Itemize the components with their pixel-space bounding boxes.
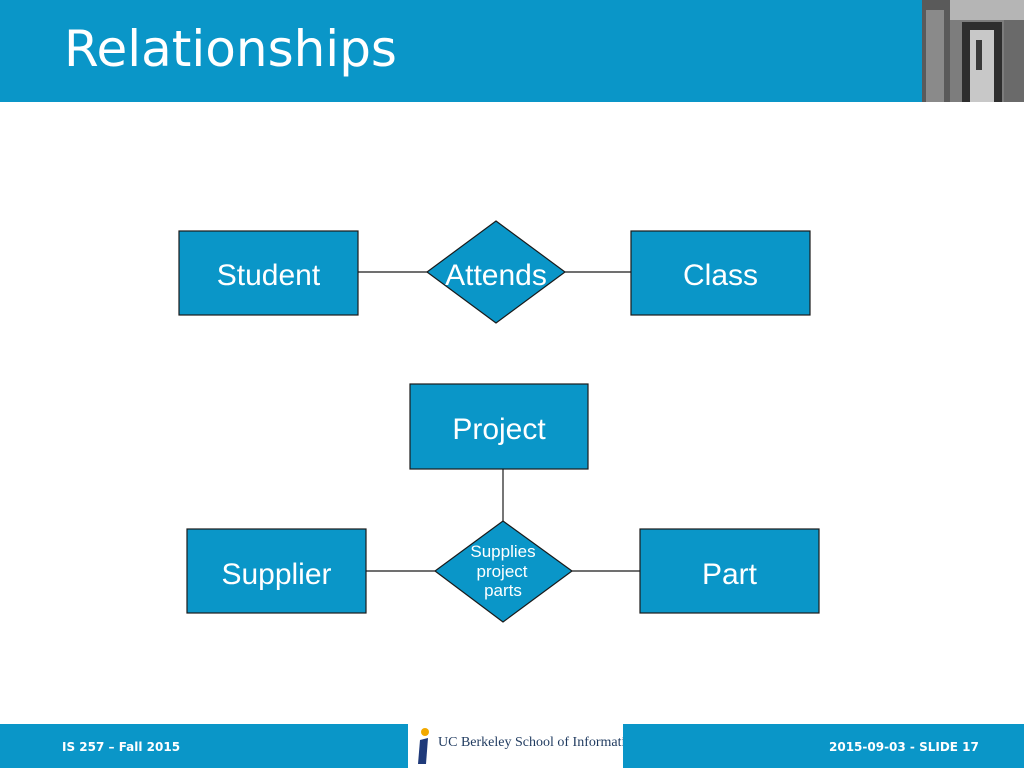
slide-info: 2015-09-03 - SLIDE 17 [829, 740, 979, 754]
course-label: IS 257 – Fall 2015 [62, 740, 181, 754]
entity-part: Part [639, 528, 820, 614]
entity-class: Class [630, 230, 811, 316]
relationship-label-line-1: Supplies [470, 542, 535, 561]
entity-part-label: Part [702, 558, 758, 591]
entity-class-label: Class [683, 259, 758, 292]
info-i-icon [418, 728, 429, 764]
relationship-supplies-project-parts: Supplies project parts [433, 520, 574, 623]
entity-project-label: Project [452, 413, 546, 446]
entity-supplier: Supplier [186, 528, 367, 614]
school-logo-text: UC Berkeley School of Information [438, 735, 640, 750]
relationship-attends-label: Attends [445, 259, 547, 292]
footer-right-bar [623, 724, 1024, 768]
entity-project: Project [409, 383, 589, 470]
slide-title: Relationships [64, 20, 397, 78]
school-logo: UC Berkeley School of Information [408, 724, 639, 768]
relationship-label-line-2: project [476, 562, 527, 581]
entity-student-label: Student [217, 259, 321, 292]
entity-supplier-label: Supplier [221, 558, 331, 591]
title-bar: Relationships [0, 0, 1024, 102]
relationship-attends: Attends [425, 220, 567, 324]
entity-student: Student [178, 230, 359, 316]
relationship-label-line-3: parts [484, 581, 522, 600]
footer-left-bar [0, 724, 408, 768]
building-photo [922, 0, 1024, 102]
